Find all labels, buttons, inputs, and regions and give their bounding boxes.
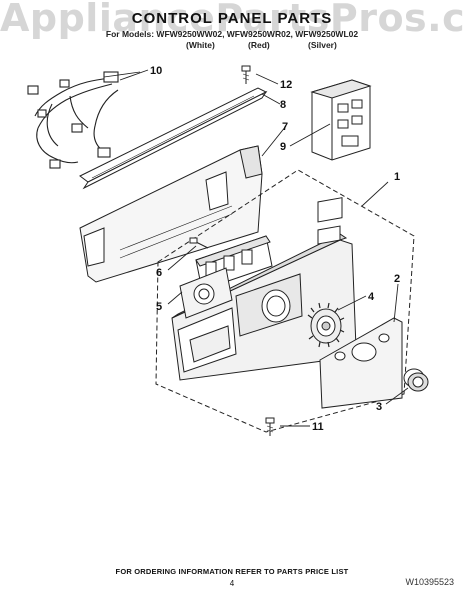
callout-4: 4: [368, 291, 375, 303]
page-title: CONTROL PANEL PARTS: [131, 10, 333, 27]
panel-bracket-strip: [79, 87, 268, 190]
callout-1: 1: [394, 171, 400, 183]
callout-6: 6: [156, 267, 162, 279]
callout-7: 7: [282, 121, 288, 133]
callout-5: 5: [156, 301, 162, 313]
selector-knob: [261, 289, 345, 348]
ordering-note: FOR ORDERING INFORMATION REFER TO PARTS …: [115, 567, 349, 576]
console-frame: [79, 145, 263, 283]
variant-white: (White): [186, 40, 215, 50]
callout-9: 9: [280, 141, 286, 153]
callout-2: 2: [394, 273, 400, 285]
watermark-text: AppliancePartsPros.com: [0, 0, 464, 40]
model-list: For Models: WFW9250WW02, WFW9250WR02, WF…: [105, 29, 359, 39]
document-number: W10395523: [405, 577, 454, 587]
leader-lines: [119, 69, 409, 427]
variant-silver: (Silver): [308, 40, 337, 50]
upper-control-module: [310, 79, 372, 161]
screw-top: [241, 65, 251, 84]
callout-12: 12: [280, 79, 292, 91]
variant-red: (Red): [248, 40, 270, 50]
callout-10: 10: [150, 65, 162, 77]
page-number: 4: [229, 579, 235, 588]
console-assembly-outline: [155, 169, 415, 433]
callout-3: 3: [376, 401, 382, 413]
screw-bottom: [265, 417, 275, 436]
wire-harness: [27, 71, 141, 169]
front-trim-panel: [319, 317, 403, 409]
callout-8: 8: [280, 99, 286, 111]
callout-numbers: 1 2 3 4 5 6 7 8 9 10 11 12: [150, 65, 400, 433]
cycle-knob-cap: [403, 368, 429, 392]
control-board: [179, 235, 273, 319]
callout-11: 11: [312, 421, 324, 433]
